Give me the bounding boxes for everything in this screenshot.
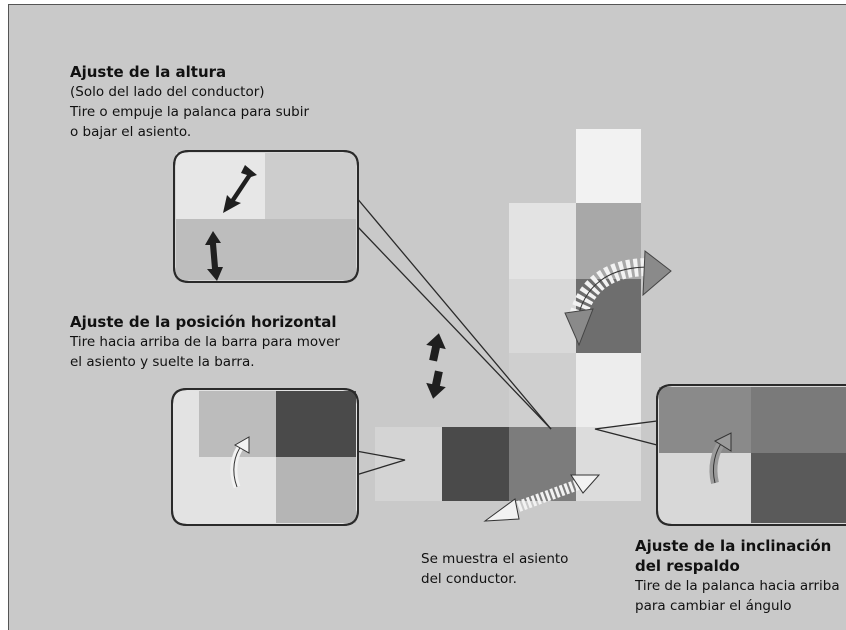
recline-adjust-line2: para cambiar el ángulo — [635, 598, 792, 614]
driver-seat-caption-line2: del conductor. — [421, 571, 517, 587]
horizontal-callout — [171, 388, 359, 526]
height-adjust-line1: (Solo del lado del conductor) — [70, 84, 265, 100]
double-arrow-icon — [205, 165, 257, 281]
recline-callout — [656, 384, 846, 526]
horizontal-adjust-line1: Tire hacia arriba de la barra para mover — [70, 334, 340, 350]
height-adjust-title: Ajuste de la altura — [70, 63, 227, 81]
height-double-arrow-icon — [426, 333, 446, 399]
horizontal-adjust-line2: el asiento y suelte la barra. — [70, 354, 255, 370]
height-callout — [173, 150, 359, 283]
recline-adjust-line1: Tire de la palanca hacia arriba — [635, 578, 840, 594]
curved-arrow-icon — [709, 432, 732, 484]
horizontal-slide-arrow-icon — [483, 474, 601, 522]
recline-curved-arrow-icon — [564, 250, 672, 347]
seat-adjust-diagram: Ajuste de la altura (Solo del lado del c… — [8, 4, 846, 630]
driver-seat-caption-line1: Se muestra el asiento — [421, 551, 569, 567]
recline-adjust-title-line1: Ajuste de la inclinación — [635, 537, 832, 555]
leader-lines — [355, 196, 658, 476]
height-adjust-line2: Tire o empuje la palanca para subir — [70, 104, 310, 120]
seat-body — [375, 129, 641, 501]
recline-adjust-title-line2: del respaldo — [635, 557, 740, 575]
seat-illustration — [171, 129, 846, 526]
height-adjust-line3: o bajar el asiento. — [70, 124, 192, 140]
curved-arrow-icon — [230, 436, 250, 489]
horizontal-adjust-title: Ajuste de la posición horizontal — [70, 313, 337, 331]
